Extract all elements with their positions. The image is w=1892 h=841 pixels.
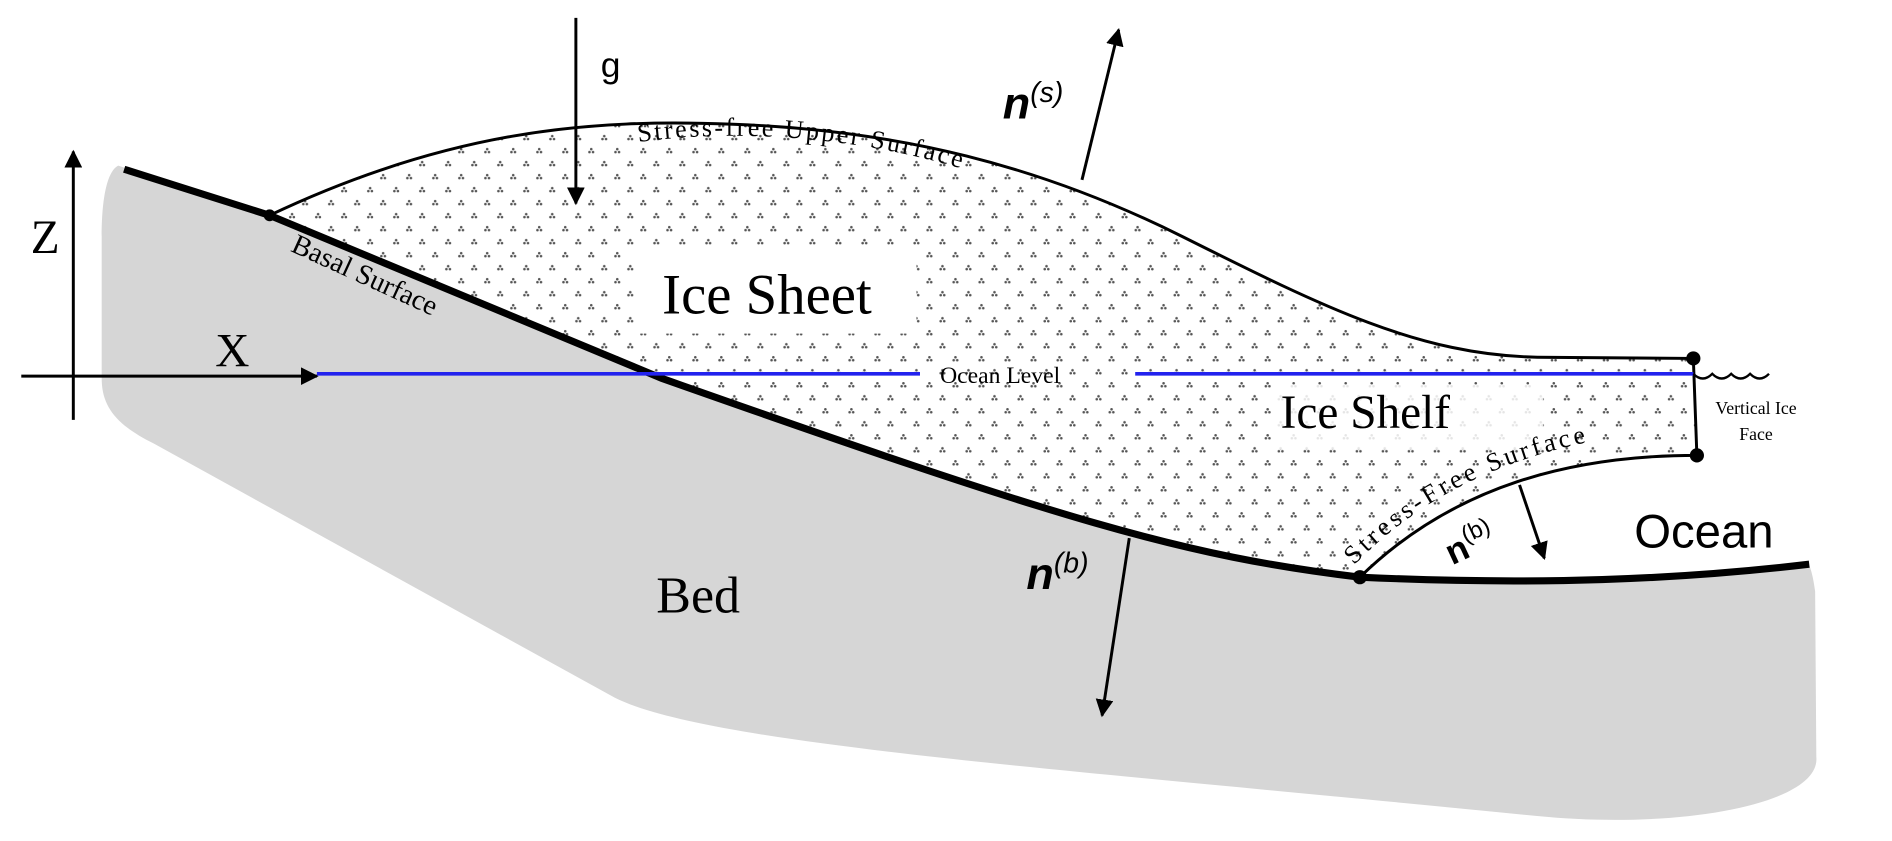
vertical-face-label-line1: Vertical Ice [1715,398,1796,418]
basal-surface-line [123,165,1810,585]
vertical-face-label-line2: Face [1739,424,1773,444]
axis-z-label: Z [31,212,60,264]
gravity-label: g [601,45,621,85]
ice-sheet-label: Ice Sheet [662,263,872,326]
grounding-node [263,209,276,222]
bed-region [101,165,1817,820]
bed-label: Bed [656,568,740,625]
surface-normal-arrow [1080,27,1124,181]
shelf-normal-arrow [1518,484,1548,560]
grounding-line-node [1352,570,1367,585]
ocean-level-label: Ocean Level [940,363,1061,389]
bed-normal-arrow [1095,537,1131,718]
shelf-top-node [1686,351,1701,366]
shelf-bottom-node [1689,448,1704,463]
bed-normal-label: n(b) [1026,547,1088,599]
shelf-normal-label: n(b) [1438,513,1502,573]
axis-x-label: X [215,326,249,378]
ice-shelf-label: Ice Shelf [1281,387,1451,439]
wave-icon [1692,372,1770,380]
surface-normal-label: n(s) [1003,77,1064,129]
ocean-label: Ocean [1634,506,1773,559]
